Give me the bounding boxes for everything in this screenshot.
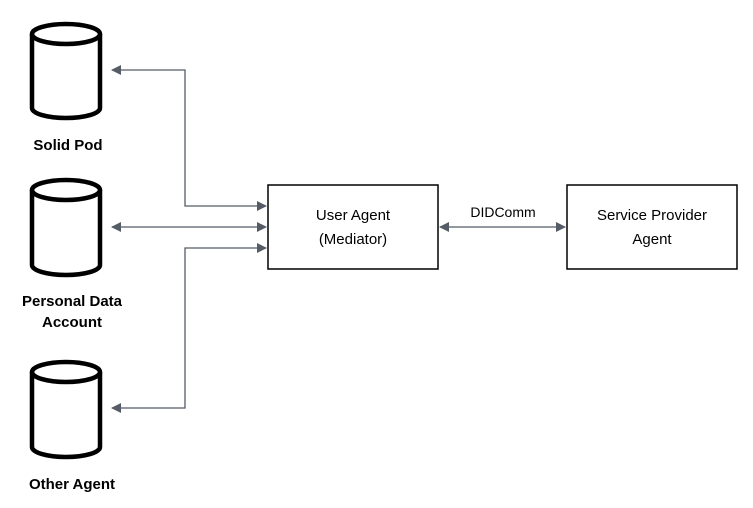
solid-pod-label: Solid Pod	[33, 137, 102, 154]
personal-data-account-label-line-1: Personal Data	[22, 293, 123, 310]
service-provider-agent-label-line-2: Agent	[632, 231, 672, 248]
other-agent-database-icon	[29, 359, 103, 460]
didcomm-label: DIDComm	[470, 204, 535, 220]
user-agent-label-line-2: (Mediator)	[319, 231, 387, 248]
service-provider-agent-label-line-1: Service Provider	[597, 207, 707, 224]
service-provider-agent-box: Service Provider Agent	[566, 184, 738, 270]
connector-other-agent	[111, 243, 267, 413]
personal-data-account-database-icon	[29, 177, 103, 278]
solid-pod-database-icon	[29, 21, 103, 121]
user-agent-label-line-1: User Agent	[316, 207, 391, 224]
connector-solid-pod	[111, 65, 267, 211]
personal-data-account-label-line-2: Account	[42, 314, 102, 331]
user-agent-box: User Agent (Mediator)	[267, 184, 439, 270]
other-agent-label: Other Agent	[29, 476, 115, 493]
